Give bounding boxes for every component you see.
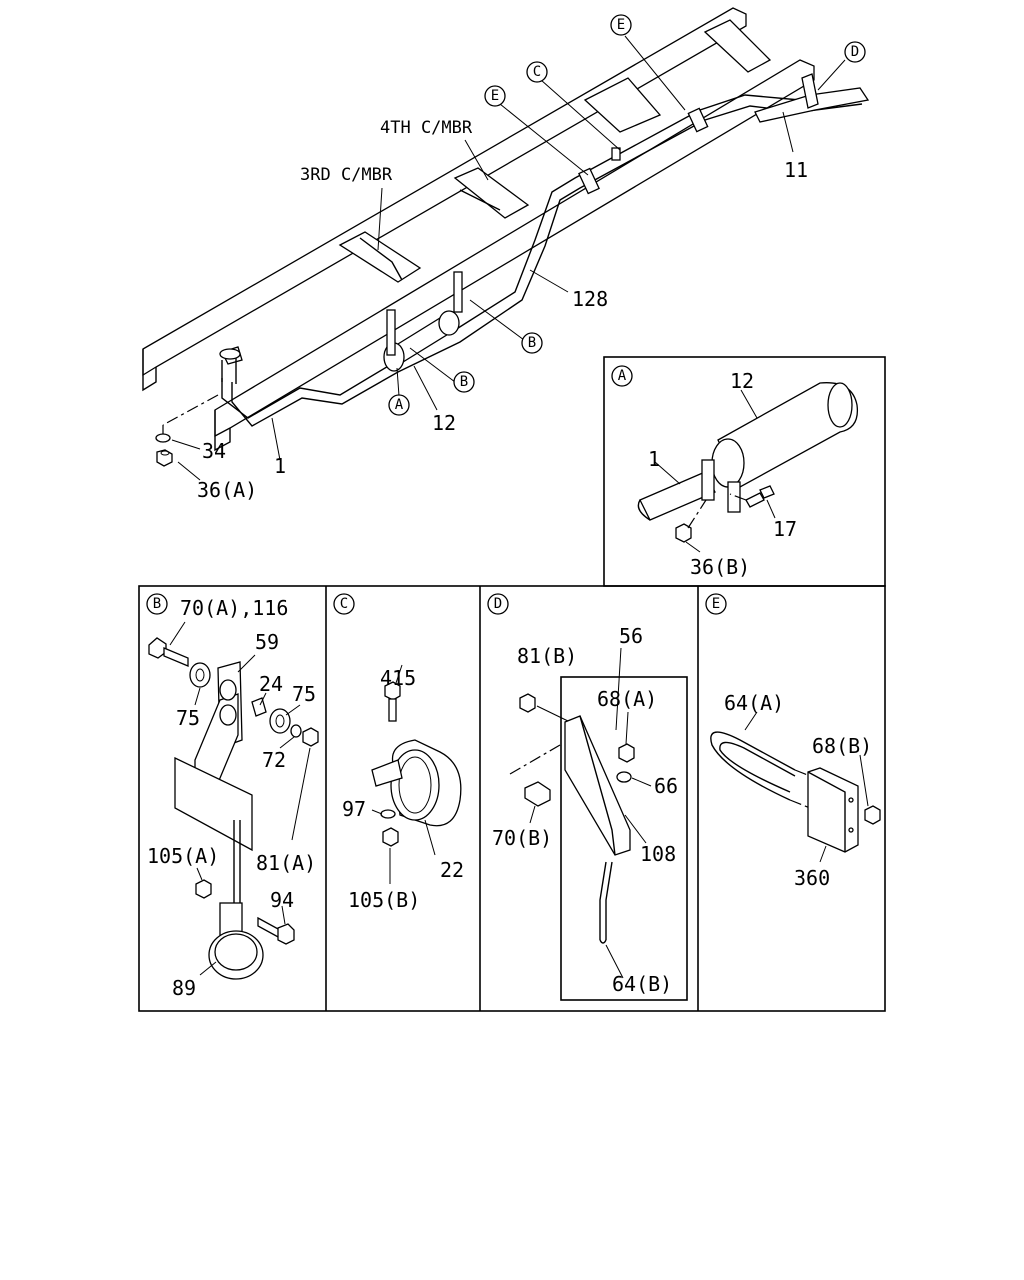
detail-e-label-64a: 64(A) bbox=[724, 691, 784, 715]
detail-b-label-81a: 81(A) bbox=[256, 851, 316, 875]
detail-a-label-1: 1 bbox=[648, 447, 660, 471]
label-part-128: 128 bbox=[572, 287, 608, 311]
callout-b-right-letter: B bbox=[528, 335, 536, 351]
detail-e-label-68b: 68(B) bbox=[812, 734, 872, 758]
detail-d-label-66: 66 bbox=[654, 774, 678, 798]
callout-a-lower: A bbox=[388, 394, 410, 416]
label-part-1: 1 bbox=[274, 454, 286, 478]
detail-d-label-68a: 68(A) bbox=[597, 687, 657, 711]
main-view: 4TH C/MBR 3RD C/MBR 11 128 12 1 34 36(A)… bbox=[142, 7, 870, 502]
detail-a-label-36b: 36(B) bbox=[690, 555, 750, 579]
detail-e-badge: E bbox=[712, 596, 720, 612]
detail-b-label-header: 70(A),116 bbox=[180, 596, 288, 620]
detail-a-badge: A bbox=[618, 368, 627, 384]
callout-b-lower-letter: B bbox=[460, 374, 468, 390]
detail-c-label-97: 97 bbox=[342, 797, 366, 821]
callout-e-top-letter: E bbox=[617, 17, 625, 33]
detail-b-badge: B bbox=[153, 596, 161, 612]
detail-b-label-75b: 75 bbox=[292, 682, 316, 706]
callout-b-lower: B bbox=[453, 371, 475, 393]
main-leader-lines bbox=[171, 35, 846, 481]
detail-c-label-105b: 105(B) bbox=[348, 888, 420, 912]
detail-c-label-22: 22 bbox=[440, 858, 464, 882]
callout-e-top: E bbox=[610, 14, 632, 36]
detail-b-label-75a: 75 bbox=[176, 706, 200, 730]
callout-c-top: C bbox=[526, 61, 548, 83]
chassis-frame bbox=[142, 7, 815, 452]
label-part-34: 34 bbox=[202, 439, 226, 463]
detail-b-label-24: 24 bbox=[259, 672, 283, 696]
callout-e-mid-letter: E bbox=[491, 88, 499, 104]
detail-e: E 64(A) 68(B) 360 bbox=[705, 593, 881, 890]
detail-e-label-360: 360 bbox=[794, 866, 830, 890]
detail-frames bbox=[138, 356, 886, 1012]
detail-d-label-81b: 81(B) bbox=[517, 644, 577, 668]
callout-d-top: D bbox=[844, 41, 866, 63]
detail-c: C 415 97 22 105(B) bbox=[333, 593, 464, 912]
detail-d: D 56 81(B) 68(A) 66 70(B) 108 64(B) bbox=[487, 593, 688, 1001]
detail-c-label-415: 415 bbox=[380, 666, 416, 690]
label-part-36a: 36(A) bbox=[197, 478, 257, 502]
detail-d-label-108: 108 bbox=[640, 842, 676, 866]
detail-b-label-89: 89 bbox=[172, 976, 196, 1000]
callout-e-mid: E bbox=[484, 85, 506, 107]
label-part-12: 12 bbox=[432, 411, 456, 435]
label-part-11: 11 bbox=[784, 158, 808, 182]
label-3rd-cross-member: 3RD C/MBR bbox=[300, 165, 393, 185]
muffler bbox=[383, 310, 460, 372]
detail-b-label-72: 72 bbox=[262, 748, 286, 772]
main-fasteners bbox=[155, 394, 219, 467]
detail-d-label-70b: 70(B) bbox=[492, 826, 552, 850]
detail-b-label-94: 94 bbox=[270, 888, 294, 912]
label-4th-cross-member: 4TH C/MBR bbox=[380, 118, 473, 138]
detail-d-badge: D bbox=[494, 596, 502, 612]
callout-a-lower-letter: A bbox=[395, 397, 404, 413]
callout-d-top-letter: D bbox=[851, 44, 859, 60]
hanger-brackets bbox=[386, 107, 709, 356]
detail-c-badge: C bbox=[340, 596, 348, 612]
detail-a-label-17: 17 bbox=[773, 517, 797, 541]
detail-b: B bbox=[146, 593, 319, 1000]
detail-b-label-59: 59 bbox=[255, 630, 279, 654]
detail-d-label-56: 56 bbox=[619, 624, 643, 648]
detail-d-label-64b: 64(B) bbox=[612, 972, 672, 996]
detail-a: A 12 1 17 36(B) bbox=[611, 365, 859, 579]
callout-b-right: B bbox=[521, 332, 543, 354]
callout-c-top-letter: C bbox=[533, 64, 541, 80]
detail-b-label-105a: 105(A) bbox=[147, 844, 219, 868]
detail-a-label-12: 12 bbox=[730, 369, 754, 393]
